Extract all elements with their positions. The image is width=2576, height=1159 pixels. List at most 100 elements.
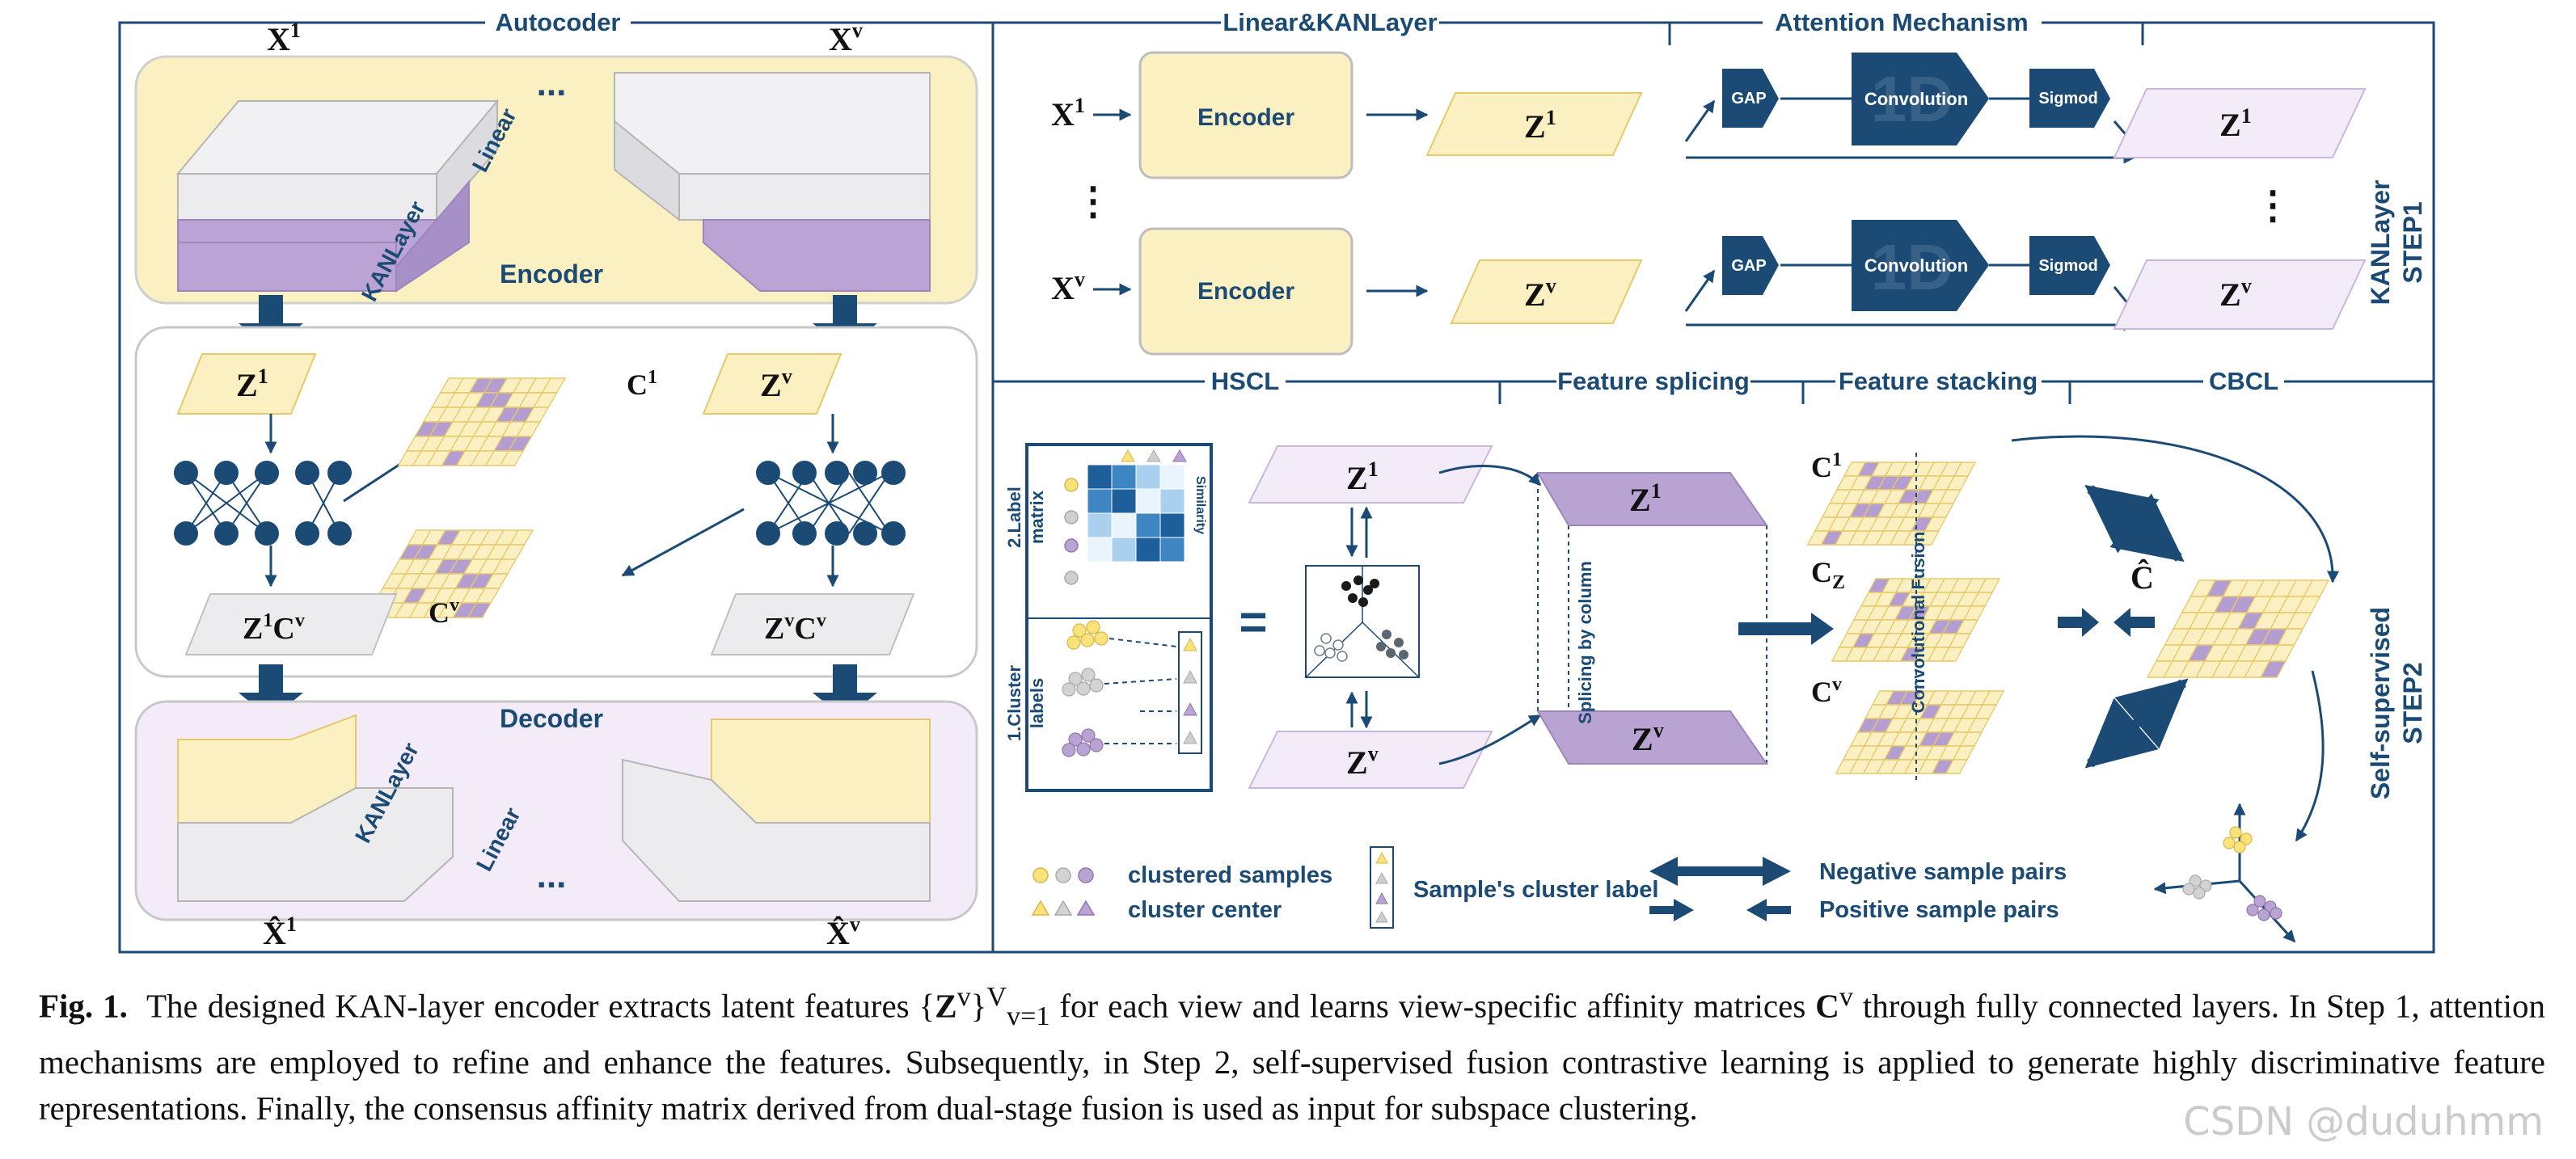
similarity-axis-label: Similarity xyxy=(1193,476,1207,534)
step1-label-a: KANLayer xyxy=(2366,180,2395,306)
recon-zvcv-shape xyxy=(710,593,915,655)
conv-2-bg-label: 1D xyxy=(1871,231,1953,303)
cluster-labels-label-2: labels xyxy=(1027,678,1047,728)
step1-encoder-1 xyxy=(1138,51,1353,179)
step1-input-xv: Xv xyxy=(1051,268,1085,306)
similarity-cell xyxy=(1111,537,1137,563)
decoder-slab-left xyxy=(177,714,454,902)
similarity-cell xyxy=(1135,488,1161,514)
input-xv: Xv xyxy=(829,19,863,57)
recon-zvcv: ZvCv xyxy=(764,610,826,646)
conv-1d-1 xyxy=(1852,53,1989,145)
cbcl-title: CBCL xyxy=(2209,367,2278,395)
sigmod-2 xyxy=(2029,236,2110,295)
input-x1: X1 xyxy=(267,19,301,57)
step1-z1-shape xyxy=(1425,92,1643,156)
caption-part4: through fully connected layers. In Step … xyxy=(39,987,2545,1127)
step1-out-z1-shape xyxy=(2113,88,2367,158)
encoder-ellipsis: ... xyxy=(537,64,567,103)
step1-encoder-2 xyxy=(1138,227,1353,356)
cluster-dots xyxy=(1062,478,1202,757)
similarity-cell xyxy=(1087,464,1113,490)
positive-arrow-in xyxy=(2058,608,2099,637)
caption-zv: Z xyxy=(935,987,957,1025)
autocoder-title: Autocoder xyxy=(496,8,621,36)
similarity-cell xyxy=(1087,537,1113,563)
similarity-cell xyxy=(1111,512,1137,538)
feature-stacking-title: Feature stacking xyxy=(1839,367,2038,395)
similarity-cell xyxy=(1087,512,1113,538)
caption-zv-sup: v xyxy=(956,982,971,1012)
step1-panel: X1 Encoder Z1 GAP 1D Convolution Sigmod … xyxy=(1051,51,2367,356)
step1-vdots-left: ⋮ xyxy=(1074,180,1113,223)
step2-label-b: STEP2 xyxy=(2398,662,2427,744)
positive-arrow-in-2 xyxy=(2114,608,2155,637)
similarity-cell xyxy=(1111,488,1137,514)
stack-c1: C1 xyxy=(1811,449,1842,483)
similarity-cell xyxy=(1159,488,1185,514)
decoder-label: Decoder xyxy=(500,704,603,733)
hscl-zv-shape xyxy=(1248,731,1493,789)
step1-encoder-1-label: Encoder xyxy=(1197,104,1294,131)
caption-part2: } xyxy=(970,987,987,1025)
cluster-scatter-box xyxy=(1305,565,1420,678)
stack-matrix-cz xyxy=(1831,578,2001,662)
caption-part1: The designed KAN-layer encoder extracts … xyxy=(146,987,935,1025)
latent-zv: Zv xyxy=(760,365,792,403)
gap-2 xyxy=(1722,236,1779,295)
sigmod-1 xyxy=(2029,69,2110,128)
step1-out-zv: Zv xyxy=(2219,274,2252,313)
affinity-c1-label: C1 xyxy=(627,367,657,401)
similarity-cell xyxy=(1087,488,1113,514)
conv-2-label: Convolution xyxy=(1864,255,1968,276)
fc-network-right xyxy=(756,461,906,546)
similarity-cell xyxy=(1135,464,1161,490)
legend-cluster-center: cluster center xyxy=(1128,897,1282,923)
legend: clustered samples cluster center Sample'… xyxy=(1031,846,2067,929)
matrix-cell xyxy=(1945,759,1968,774)
step1-input-x1: X1 xyxy=(1051,94,1085,133)
conv-1-bg-label: 1D xyxy=(1871,63,1953,135)
similarity-cell xyxy=(1159,537,1185,563)
latent-z1-shape xyxy=(176,353,317,415)
output-xhatv: X̂v xyxy=(826,912,860,951)
decoder-ellipsis: ... xyxy=(537,856,567,896)
similarity-cell xyxy=(1159,464,1185,490)
legend-positive-arrow-left xyxy=(1649,899,1694,921)
caption-part3: for each view and learns view-specific a… xyxy=(1049,987,1816,1025)
consensus-chat: Ĉ xyxy=(2130,558,2154,596)
latent-z1: Z1 xyxy=(236,365,268,403)
legend-negative-pairs: Negative sample pairs xyxy=(1819,859,2067,885)
conv-1d-2 xyxy=(1852,220,1989,311)
consensus-matrix xyxy=(2147,580,2330,678)
legend-negative-arrow xyxy=(1649,857,1791,886)
side-labels: KANLayer STEP1 Self-supervised STEP2 xyxy=(2366,180,2427,800)
similarity-cell xyxy=(1159,512,1185,538)
stack-cv: Cv xyxy=(1811,674,1842,708)
hscl-zv: Zv xyxy=(1346,742,1379,781)
matrix-cell xyxy=(1916,530,1940,546)
encoder-slab-left xyxy=(175,99,500,293)
similarity-matrix xyxy=(1087,449,1187,563)
output-xhat1: X̂1 xyxy=(263,912,297,951)
splice-to-stack-arrow xyxy=(1738,613,1834,645)
caption-cv-sup: v xyxy=(1839,982,1853,1012)
splice-zv: Zv xyxy=(1632,719,1664,757)
center-triangle xyxy=(1147,449,1161,462)
step1-out-z1: Z1 xyxy=(2219,104,2252,143)
similarity-cell xyxy=(1135,537,1161,563)
step1-encoder-2-label: Encoder xyxy=(1197,278,1294,305)
decoder-slab-right xyxy=(622,719,931,902)
caption-fig-label: Fig. 1. xyxy=(39,987,128,1025)
hscl-title: HSCL xyxy=(1211,367,1279,395)
sigmod-1-label: Sigmod xyxy=(2038,90,2097,107)
gap-1 xyxy=(1722,69,1779,128)
latent-zv-shape xyxy=(702,353,842,415)
label-matrix-label-1: 2.Label xyxy=(1004,487,1024,548)
similarity-cell xyxy=(1135,512,1161,538)
hscl-z1: Z1 xyxy=(1346,457,1379,496)
watermark: CSDN @duduhmm xyxy=(2183,1099,2544,1144)
cluster-labels-label-1: 1.Cluster xyxy=(1004,664,1024,741)
sigmod-2-label: Sigmod xyxy=(2038,257,2097,275)
legend-sample-cluster-label: Sample's cluster label xyxy=(1413,877,1658,903)
